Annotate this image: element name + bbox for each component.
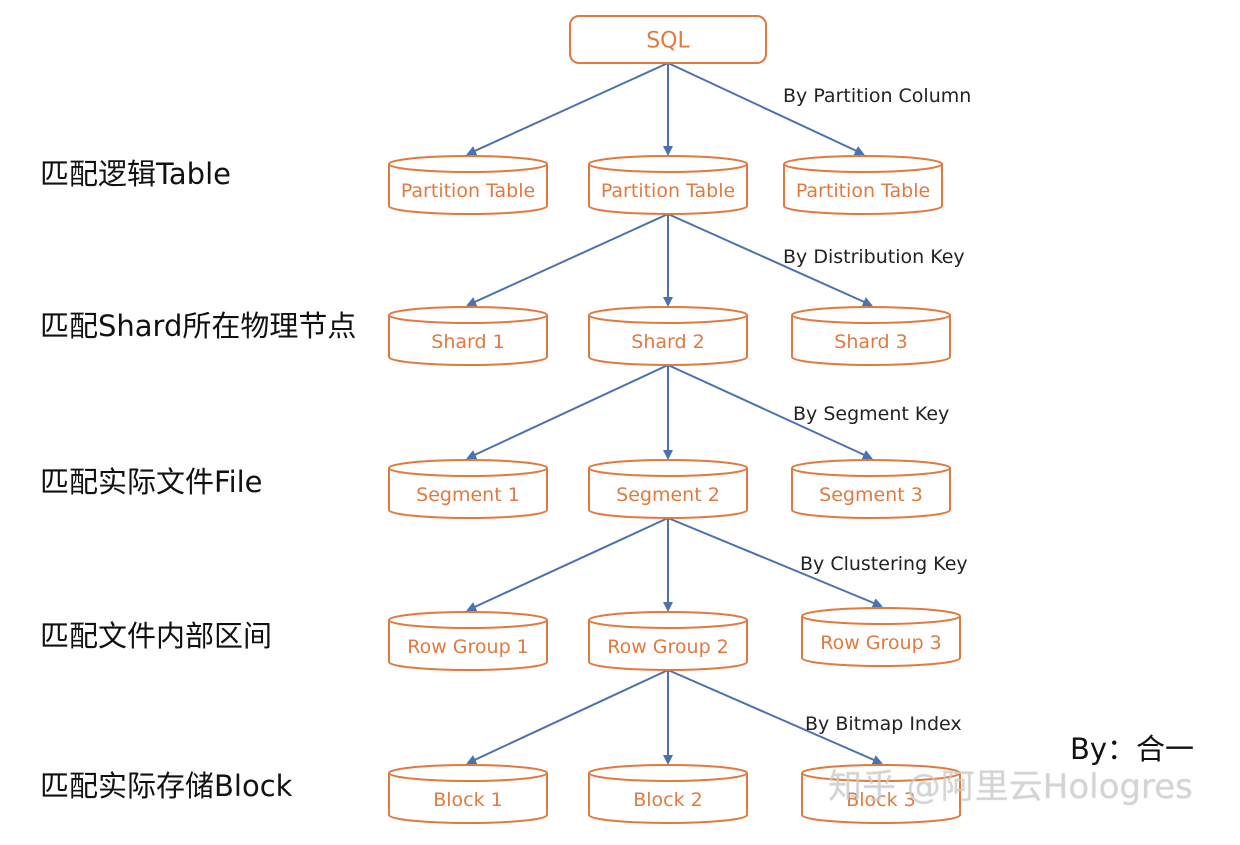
cylinder-top (388, 155, 548, 173)
cylinder-top (388, 611, 548, 629)
cylinder-top (791, 459, 951, 477)
edge-arrow (667, 62, 865, 156)
cylinder-top (388, 764, 548, 782)
node-shard-2: Shard 2 (588, 306, 748, 366)
node-block-3: Block 3 (801, 764, 961, 824)
cylinder-body (588, 164, 748, 215)
cylinder-top (588, 764, 748, 782)
node-label: Shard 3 (834, 331, 907, 353)
node-partition-table-3: Partition Table (783, 155, 943, 215)
cylinder-top (588, 155, 748, 173)
author-credit: By：合一 (1070, 732, 1195, 766)
cylinder-top (801, 764, 961, 782)
edge-label-by-distribution-key: By Distribution Key (783, 246, 965, 268)
cylinder-body (801, 616, 961, 667)
node-label: Block 2 (633, 789, 703, 811)
cylinder-body (791, 468, 951, 519)
edge-label-by-bitmap-index: By Bitmap Index (805, 713, 962, 735)
edge-arrow (466, 62, 669, 156)
node-row-group-1: Row Group 1 (388, 611, 548, 671)
node-label: Block 1 (433, 789, 503, 811)
node-label: Partition Table (601, 180, 735, 202)
edge-arrow (667, 517, 883, 608)
node-label: Partition Table (796, 180, 930, 202)
node-partition-table-2: Partition Table (588, 155, 748, 215)
node-row-group-3: Row Group 3 (801, 607, 961, 667)
cylinder-body (791, 315, 951, 366)
cylinder-top (588, 459, 748, 477)
node-segment-3: Segment 3 (791, 459, 951, 519)
cylinder-body (588, 773, 748, 824)
edges-layer (466, 62, 883, 765)
cylinder-top (388, 459, 548, 477)
edge-arrow (466, 364, 669, 460)
cylinder-top (388, 306, 548, 324)
cylinder-body (388, 620, 548, 671)
node-row-group-2: Row Group 2 (588, 611, 748, 671)
node-block-1: Block 1 (388, 764, 548, 824)
node-label: Row Group 2 (607, 636, 729, 658)
cylinder-body (588, 315, 748, 366)
cylinder-body (588, 620, 748, 671)
cylinder-top (783, 155, 943, 173)
cylinder-body (783, 164, 943, 215)
cylinder-body (388, 164, 548, 215)
level-label-3: 匹配实际文件File (40, 465, 263, 499)
level-label-5: 匹配实际存储Block (40, 769, 293, 803)
level-label-2: 匹配Shard所在物理节点 (40, 309, 357, 343)
node-segment-1: Segment 1 (388, 459, 548, 519)
watermark: 知乎 @阿里云Hologres (828, 767, 1193, 807)
node-shard-3: Shard 3 (791, 306, 951, 366)
cylinder-body (388, 468, 548, 519)
edge-label-by-partition-column: By Partition Column (783, 85, 971, 107)
edge-arrow (667, 213, 873, 307)
edge-arrow (667, 669, 883, 765)
node-label: Row Group 1 (407, 636, 529, 658)
edge-arrow (466, 517, 669, 612)
cylinder-body (801, 773, 961, 824)
edge-arrow (466, 669, 669, 765)
node-shard-1: Shard 1 (388, 306, 548, 366)
level-label-1: 匹配逻辑Table (40, 157, 231, 191)
node-segment-2: Segment 2 (588, 459, 748, 519)
sql-box (569, 15, 767, 64)
node-label: Shard 1 (431, 331, 504, 353)
node-sql: SQL (569, 15, 767, 64)
cylinder-top (791, 306, 951, 324)
cylinder-top (801, 607, 961, 625)
nodes-layer: SQL Partition Table Partition Table Partiti… (388, 15, 961, 824)
edge-arrow (667, 364, 873, 460)
node-label: Partition Table (401, 180, 535, 202)
node-label: Row Group 3 (820, 632, 942, 654)
cylinder-body (588, 468, 748, 519)
node-label: Shard 2 (631, 331, 704, 353)
cylinder-top (588, 306, 748, 324)
node-label: Segment 3 (819, 484, 923, 506)
cylinder-top (588, 611, 748, 629)
node-label: Segment 1 (416, 484, 520, 506)
cylinder-body (388, 315, 548, 366)
node-partition-table-1: Partition Table (388, 155, 548, 215)
edge-arrow (466, 213, 669, 307)
level-label-4: 匹配文件内部区间 (40, 619, 273, 653)
cylinder-body (388, 773, 548, 824)
node-label: Segment 2 (616, 484, 720, 506)
sql-label: SQL (646, 29, 690, 54)
edge-label-by-clustering-key: By Clustering Key (800, 553, 968, 575)
edge-label-by-segment-key: By Segment Key (793, 403, 949, 425)
edge-labels-layer: By Partition Column By Distribution KeyBy… (783, 85, 971, 735)
node-label: Block 3 (846, 789, 916, 811)
node-block-2: Block 2 (588, 764, 748, 824)
